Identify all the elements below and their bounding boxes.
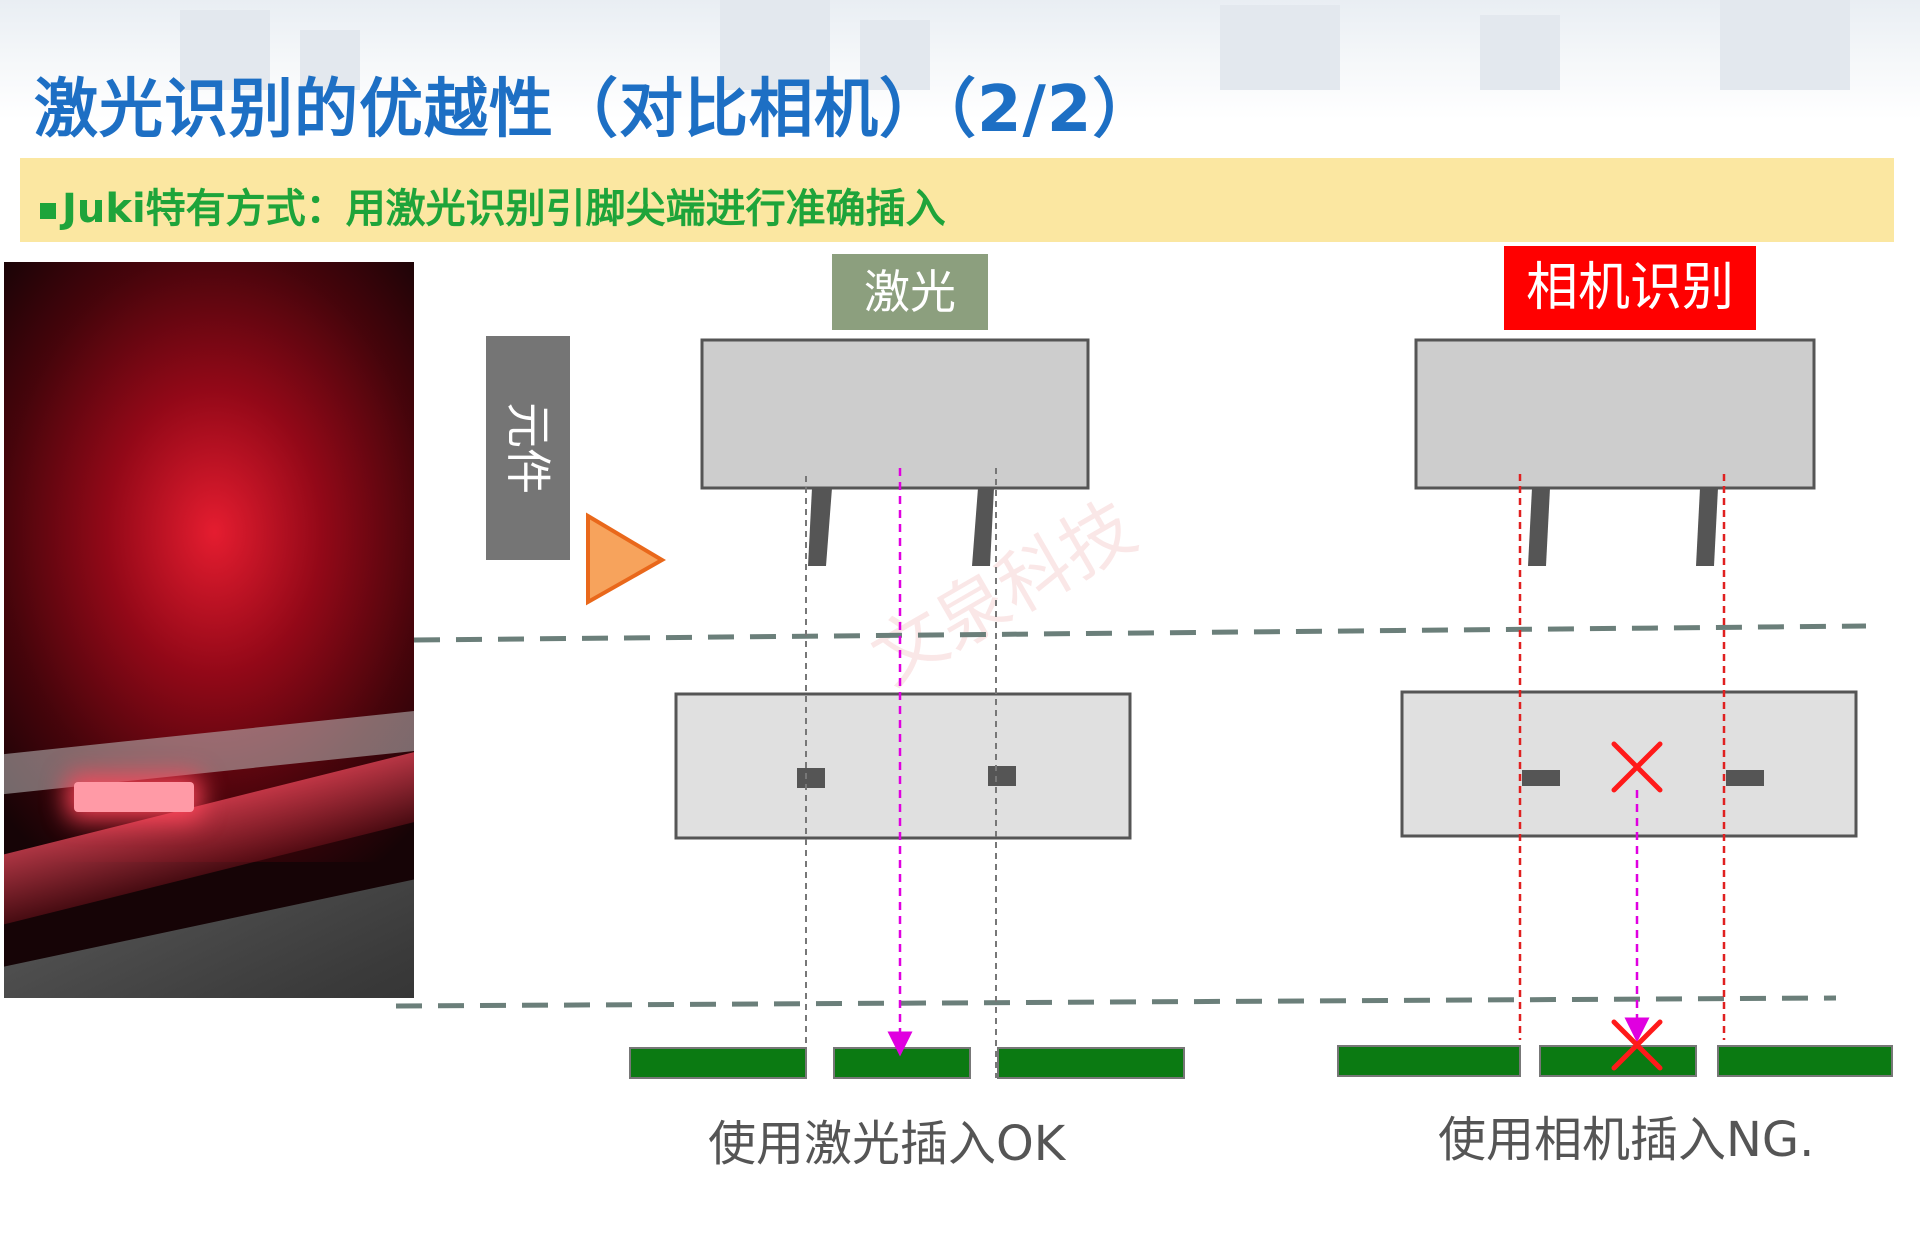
camera-pcb-segment-2 [1539,1045,1697,1077]
laser-component-body [700,338,1090,490]
camera-pcb-segment-1 [1337,1045,1521,1077]
camera-lead-tip-right [1726,770,1764,786]
laser-machine-photo [4,262,414,998]
laser-pcb-segment-2 [833,1047,971,1079]
laser-pcb-segment-1 [629,1047,807,1079]
camera-component-body [1414,338,1816,490]
camera-component-lead-right [1696,488,1718,566]
laser-lead-tip-left [797,768,825,788]
laser-component-lead-right [972,488,994,566]
laser-label: 激光 [832,254,988,330]
laser-pcb-segment-3 [997,1047,1185,1079]
laser-lead-tip-right [988,766,1016,786]
camera-lead-tip-left [1522,770,1560,786]
component-label: 元件 [486,336,570,560]
upper-level-dashed-line [413,623,1867,643]
laser-component-placed [674,692,1132,840]
camera-component-lead-left [1528,488,1550,566]
banner-text: Juki特有方式：用激光识别引脚尖端进行准确插入 [62,186,946,232]
play-triangle-icon [586,512,666,606]
slide-title: 激光识别的优越性（对比相机）（2/2） [34,73,1158,147]
watermark: 文泉科技 [858,485,1149,702]
green-square-bullet-icon [40,203,56,219]
camera-component-placed [1400,690,1858,838]
laser-component-lead-left [808,488,832,566]
red-x-icon [1611,1019,1663,1071]
camera-pcb-segment-3 [1717,1045,1893,1077]
lower-level-dashed-line [395,995,1837,1009]
camera-recognition-label: 相机识别 [1504,246,1756,330]
red-x-icon [1611,741,1663,793]
camera-result-caption: 使用相机插入NG. [1438,1112,1815,1168]
laser-result-caption: 使用激光插入OK [708,1116,1066,1172]
subtitle-banner: Juki特有方式：用激光识别引脚尖端进行准确插入 [20,158,1894,242]
background-skyline [0,0,1920,120]
